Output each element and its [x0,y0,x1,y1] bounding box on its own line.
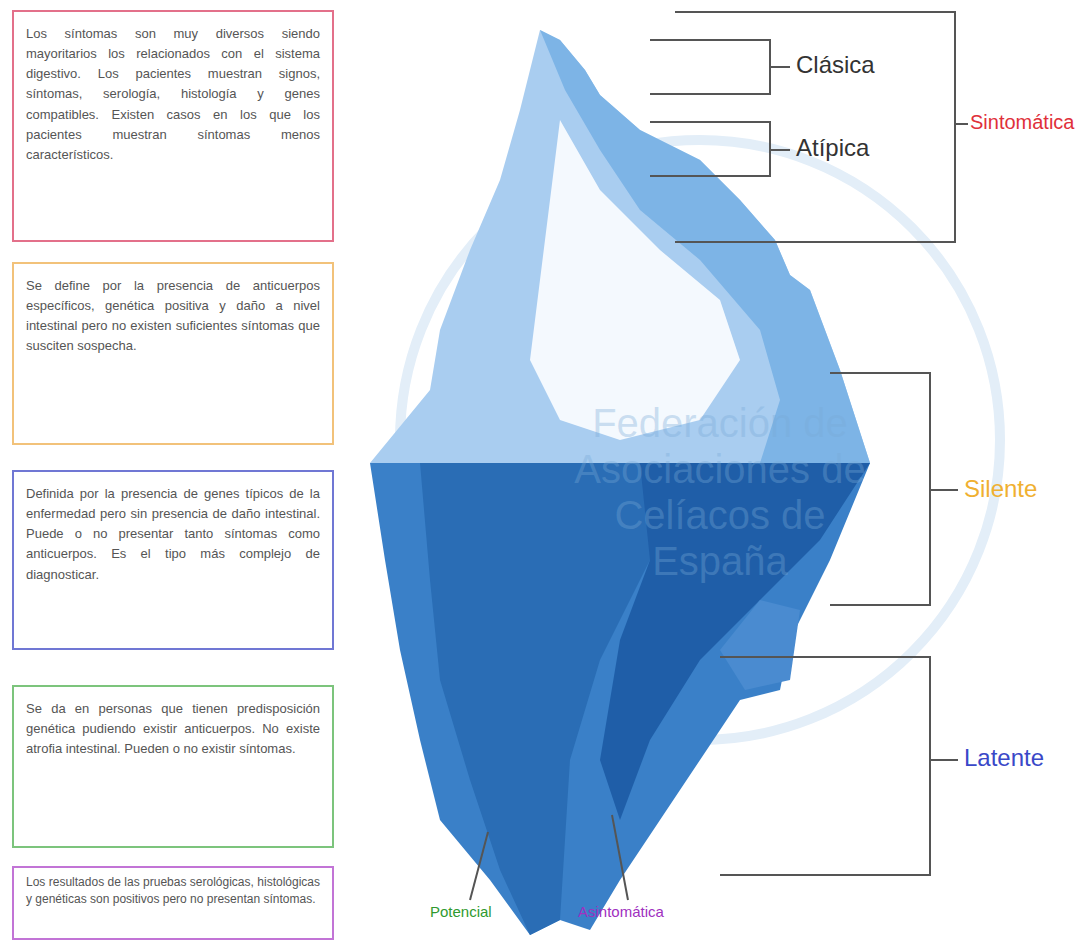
type-label: Latente [964,745,1044,771]
subtype-label: Atípica [796,135,869,161]
bracket-lines [470,12,968,900]
iceberg-top-light [530,120,740,440]
description-box: Se define por la presencia de anticuerpo… [12,262,334,445]
watermark: Federación de Asociaciones de Celíacos d… [560,400,880,584]
type-label: Potencial [430,904,492,921]
description-text: Definida por la presencia de genes típic… [14,472,332,597]
description-box: Se da en personas que tienen predisposic… [12,685,334,848]
description-box: Los resultados de las pruebas serológica… [12,866,334,940]
description-box: Los síntomas son muy diversos siendo may… [12,10,334,242]
iceberg-top [370,30,870,463]
description-text: Se define por la presencia de anticuerpo… [14,264,332,369]
subtype-label: Clásica [796,52,875,78]
type-label: Asintomática [578,904,664,921]
type-label: Sintomática [970,111,1075,133]
iceberg-bottom-lobe [720,600,800,690]
description-text: Se da en personas que tienen predisposic… [14,687,332,771]
description-text: Los síntomas son muy diversos siendo may… [14,12,332,177]
description-text: Los resultados de las pruebas serológica… [14,868,332,915]
type-label: Silente [964,476,1037,502]
description-box: Definida por la presencia de genes típic… [12,470,334,650]
